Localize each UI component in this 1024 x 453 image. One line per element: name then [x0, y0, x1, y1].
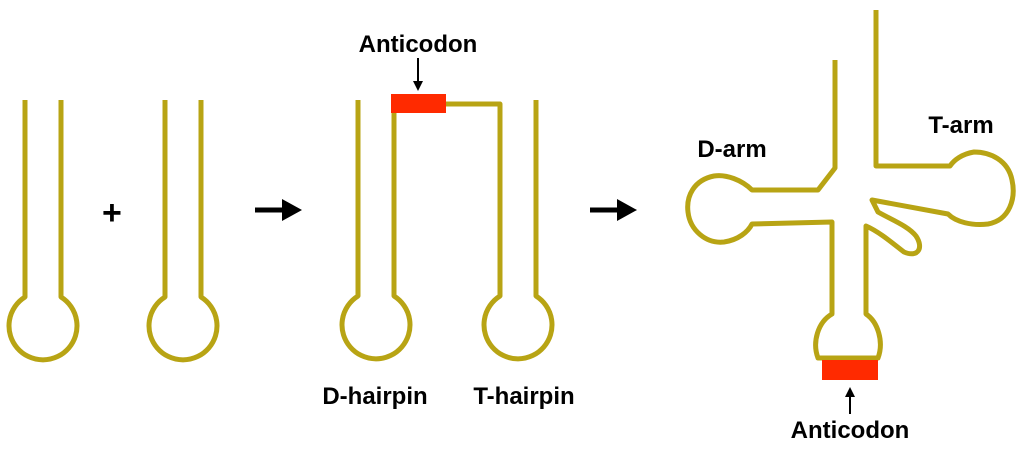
- joined-hairpins: [339, 58, 555, 362]
- trna-cloverleaf: [685, 10, 1016, 414]
- cloverleaf-strand: [685, 10, 1016, 361]
- hairpin-1-strand: [6, 100, 80, 363]
- right-arrow-icon: [590, 199, 637, 221]
- hairpin-1: [6, 100, 80, 363]
- hairpin-2-strand: [146, 100, 220, 363]
- hairpin-2: [146, 100, 220, 363]
- anticodon-label-top: Anticodon: [359, 31, 478, 58]
- d-hairpin-label: D-hairpin: [322, 383, 427, 410]
- t-hairpin-label: T-hairpin: [473, 383, 574, 410]
- anticodon-block-top: [391, 94, 446, 113]
- d-arm-label: D-arm: [697, 136, 766, 163]
- plus-sign: +: [102, 194, 122, 232]
- d-hairpin-strand: [339, 100, 555, 362]
- anticodon-label-bottom: Anticodon: [791, 417, 910, 444]
- right-arrow-icon: [255, 199, 302, 221]
- t-arm-label: T-arm: [928, 112, 993, 139]
- anticodon-block-bottom: [822, 360, 878, 380]
